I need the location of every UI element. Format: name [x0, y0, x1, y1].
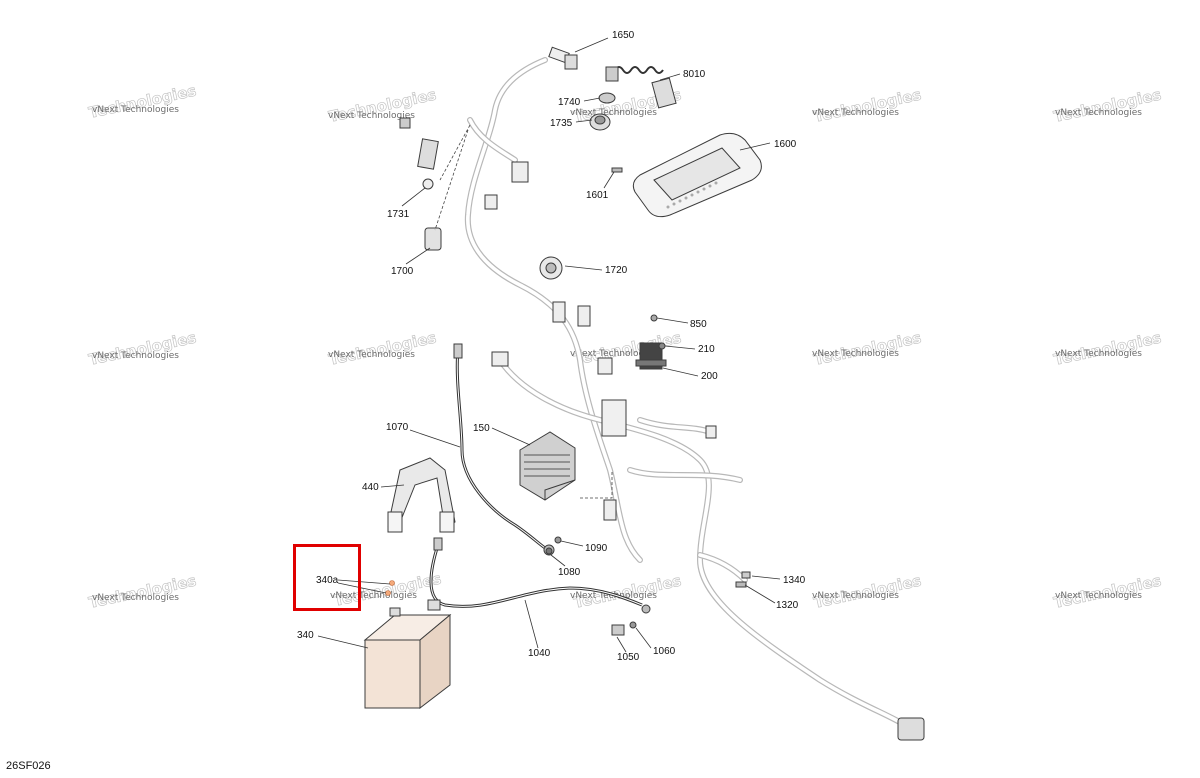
part-1340-clip	[741, 571, 751, 579]
callout-1735: 1735	[550, 118, 573, 129]
part-1320-tie	[735, 581, 747, 588]
watermark-text: vNext Technologies	[92, 593, 179, 603]
part-1731-clip	[422, 178, 434, 190]
part-1700-connector	[424, 227, 442, 251]
wiring-harness	[464, 57, 913, 731]
callout-340: 340	[297, 630, 314, 641]
part-1720-cap	[539, 256, 563, 280]
part-850-screw	[650, 314, 658, 322]
callout-1700: 1700	[391, 266, 414, 277]
callout-1720: 1720	[605, 265, 628, 276]
harness-end-connector	[897, 717, 925, 741]
part-1600-display	[632, 132, 762, 218]
part-1070-cable	[453, 343, 555, 556]
part-8010-cable	[605, 66, 677, 109]
callout-340a: 340a	[316, 575, 339, 586]
callout-1070: 1070	[386, 422, 409, 433]
watermark-text: Technologies	[87, 82, 198, 122]
part-440-strap	[387, 457, 456, 533]
part-210-nut	[658, 342, 666, 350]
watermark-text: vNext Technologies	[1055, 591, 1142, 601]
callout-1320: 1320	[776, 600, 799, 611]
watermark-text: vNext Technologies	[812, 349, 899, 359]
part-connector-left	[399, 117, 439, 170]
callout-1040: 1040	[528, 648, 551, 659]
callout-1060: 1060	[653, 646, 676, 657]
watermark-text: vNext Technologies	[812, 108, 899, 118]
part-1090-nut	[554, 536, 562, 544]
watermark-text: Technologies	[87, 329, 198, 369]
part-150-regulator	[519, 431, 576, 501]
callout-labels: 1650 8010 1740 1735 1600 1601 1731 1700 …	[297, 30, 806, 663]
part-1601-screw	[611, 167, 623, 173]
part-1080-bolt	[545, 547, 553, 555]
part-1650-sensor	[548, 46, 578, 70]
callout-1600: 1600	[774, 139, 797, 150]
watermark-text: vNext Technologies	[1055, 349, 1142, 359]
part-1740-connector	[598, 92, 616, 104]
callout-150: 150	[473, 423, 490, 434]
callout-210: 210	[698, 344, 715, 355]
watermark-text: Technologies	[87, 572, 198, 612]
callout-1050: 1050	[617, 652, 640, 663]
part-1040-cable	[429, 537, 651, 614]
watermark-text: vNext Technologies	[92, 105, 179, 115]
watermark-text: vNext Technologies	[570, 349, 657, 359]
part-200-solenoid	[635, 342, 667, 370]
callout-1340: 1340	[783, 575, 806, 586]
watermark-text: vNext Technologies	[570, 108, 657, 118]
watermark-text: vNext Technologies	[1055, 108, 1142, 118]
part-1060-nut	[629, 621, 637, 629]
callout-440: 440	[362, 482, 379, 493]
watermark-text: vNext Technologies	[328, 111, 415, 121]
callout-8010: 8010	[683, 69, 706, 80]
callout-1650: 1650	[612, 30, 635, 41]
callout-200: 200	[701, 371, 718, 382]
watermark-text: Technologies	[812, 86, 923, 126]
watermark-text: Technologies	[1052, 86, 1163, 126]
leader-dashes	[434, 124, 471, 231]
watermark-text: vNext Technologies	[812, 591, 899, 601]
callout-1080: 1080	[558, 567, 581, 578]
callout-1740: 1740	[558, 97, 581, 108]
harness-connectors	[484, 161, 717, 521]
callout-1601: 1601	[586, 190, 609, 201]
part-1050-bolt	[611, 624, 625, 636]
watermark-text: vNext Technologies	[92, 351, 179, 361]
watermark-text: Technologies	[327, 329, 438, 369]
callout-850: 850	[690, 319, 707, 330]
highlight-box-340a	[293, 544, 361, 611]
part-340-battery	[363, 599, 452, 710]
diagram-code: 26SF026	[6, 760, 51, 772]
callout-1731: 1731	[387, 209, 410, 220]
watermark-text: vNext Technologies	[328, 350, 415, 360]
callout-1090: 1090	[585, 543, 608, 554]
part-340a-terminal	[385, 580, 395, 596]
watermark-text: vNext Technologies	[330, 591, 417, 601]
leader-lines	[317, 37, 781, 653]
part-1735-switch	[589, 113, 611, 131]
